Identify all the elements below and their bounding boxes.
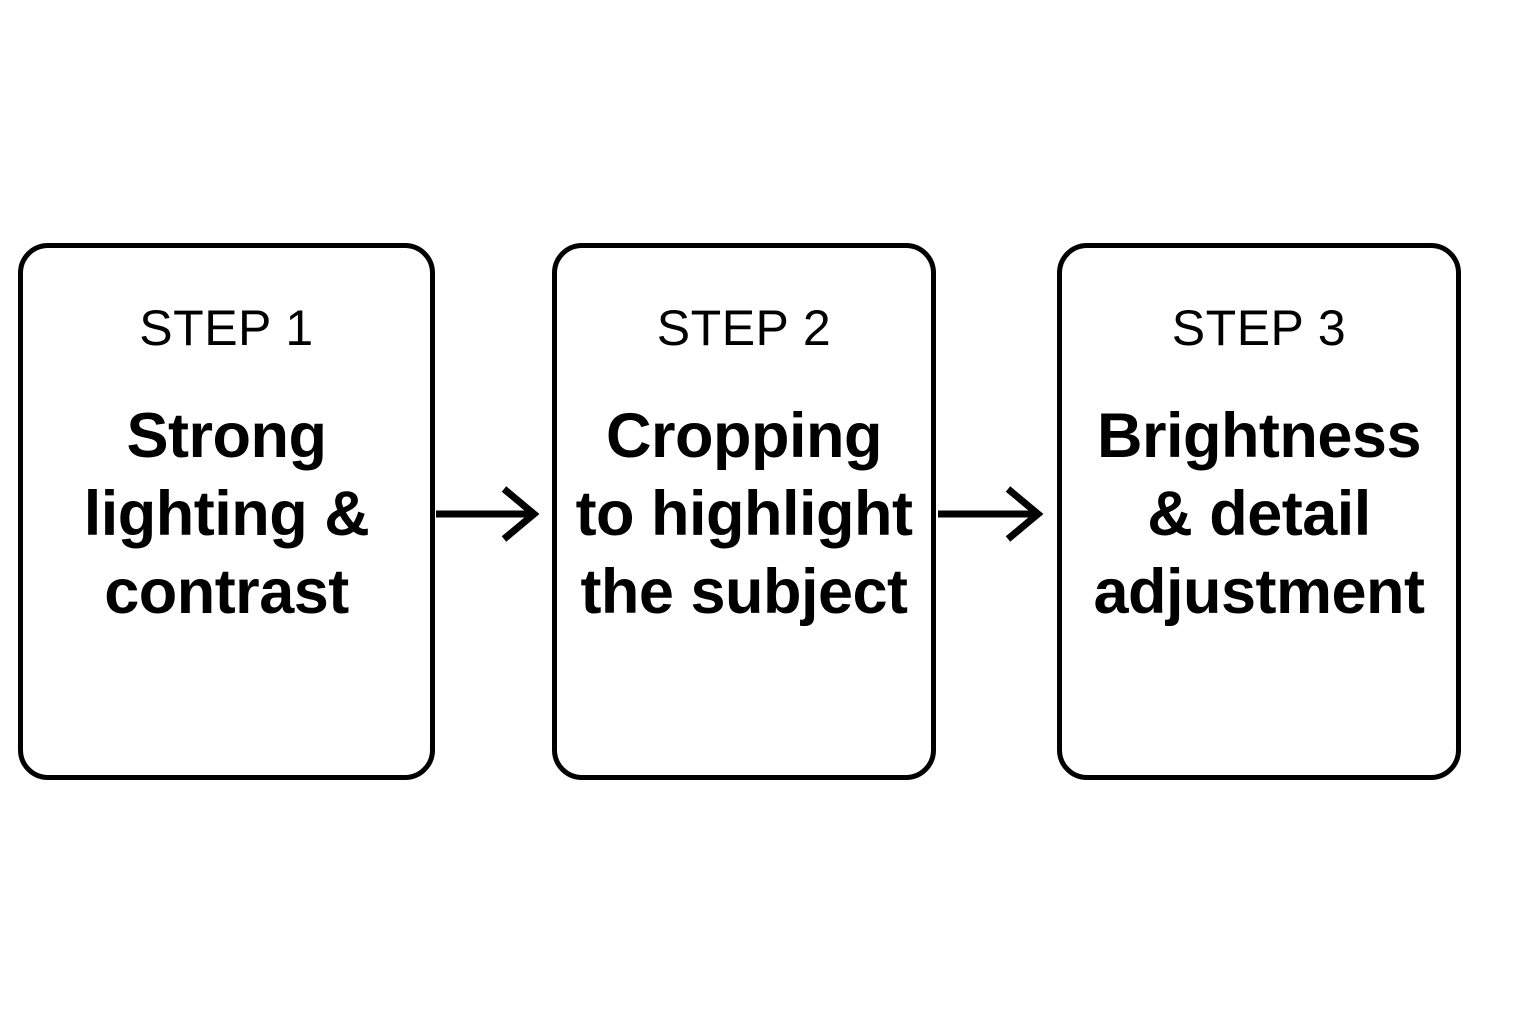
step-body-3: Brightness & detail adjustment (1087, 397, 1430, 631)
connector-arrow-1 (436, 485, 540, 543)
step-label-2: STEP 2 (656, 300, 832, 356)
step-body-line: Strong (126, 401, 327, 471)
step-label-1: STEP 1 (139, 300, 314, 356)
step-body-line: to highlight (575, 479, 913, 549)
step-body-line: Cropping (606, 401, 882, 471)
arrow-right-icon (436, 485, 540, 543)
step-body-line: adjustment (1093, 557, 1425, 627)
arrow-right-icon (938, 485, 1044, 543)
step-body-line: & detail (1147, 479, 1371, 549)
step-box-1[interactable]: STEP 1 Strong lighting & contrast (18, 243, 435, 780)
step-body-line: lighting & (83, 479, 370, 549)
step-label-3: STEP 3 (1171, 300, 1347, 356)
step-body-2: Cropping to highlight the subject (570, 397, 919, 631)
step-box-3[interactable]: STEP 3 Brightness & detail adjustment (1057, 243, 1461, 780)
step-body-line: Brightness (1096, 401, 1422, 471)
step-body-line: the subject (580, 557, 908, 627)
step-body-1: Strong lighting & contrast (78, 397, 375, 631)
step-box-2[interactable]: STEP 2 Cropping to highlight the subject (552, 243, 936, 780)
connector-arrow-2 (938, 485, 1044, 543)
step-body-line: contrast (104, 557, 349, 627)
